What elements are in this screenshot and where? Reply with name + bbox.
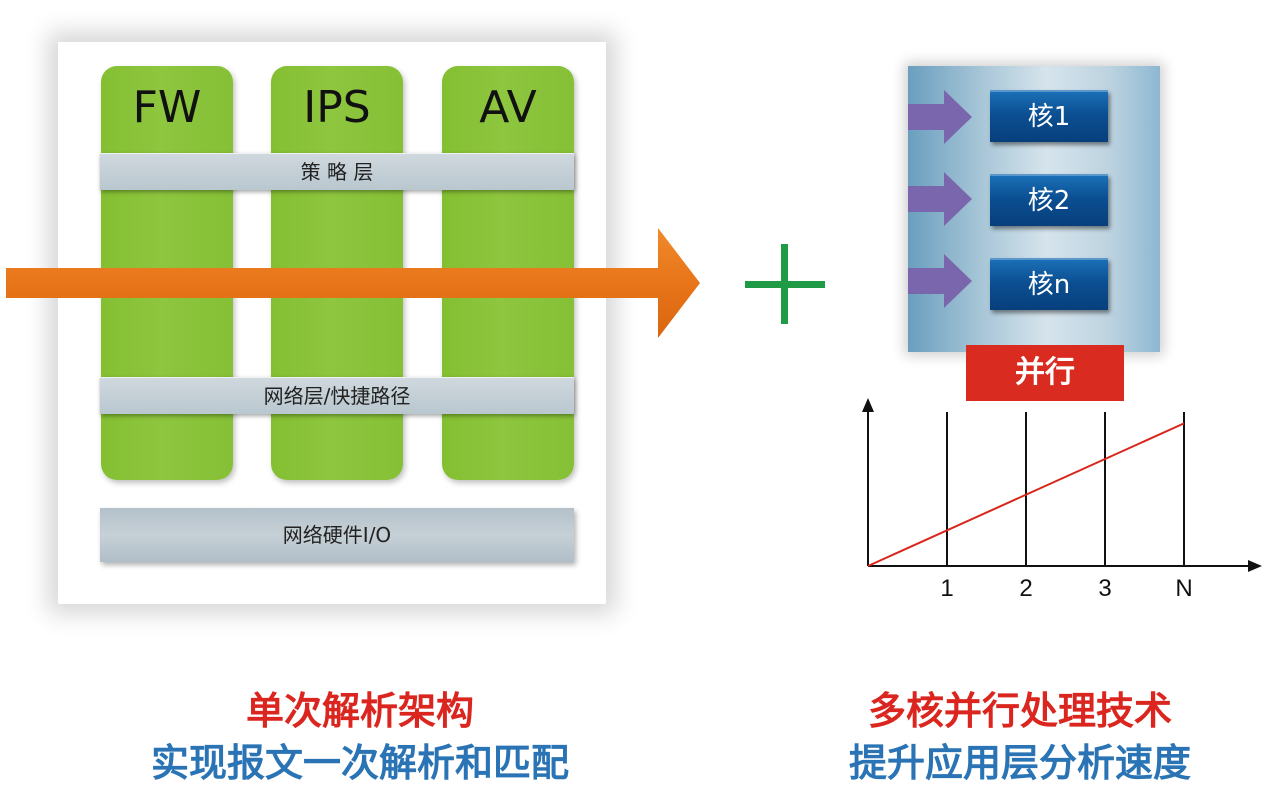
core-input-arrow-icon (908, 254, 972, 308)
core-input-arrow-icon (908, 172, 972, 226)
hardware-io-label: 网络硬件I/O (282, 523, 392, 547)
core-label: 核2 (1027, 186, 1071, 216)
parallel-label: 并行 (1015, 355, 1075, 390)
right-caption-title: 多核并行处理技术 (867, 689, 1172, 733)
flow-arrow-icon (6, 228, 700, 338)
x-tick-label: 2 (1019, 575, 1032, 602)
speedup-chart: 1 2 3 N (862, 398, 1262, 602)
network-layer-bar: 网络层/快捷路径 (100, 377, 574, 414)
policy-layer-bar: 策 略 层 (100, 153, 574, 190)
core-chip-2: 核2 (990, 174, 1108, 226)
core-label: 核n (1027, 270, 1071, 300)
speedup-line (867, 422, 1185, 567)
hardware-io-bar: 网络硬件I/O (100, 508, 574, 562)
plus-icon (745, 244, 825, 324)
parallel-badge: 并行 (966, 345, 1124, 401)
core-label: 核1 (1027, 102, 1071, 132)
right-caption-subtitle: 提升应用层分析速度 (848, 741, 1191, 785)
core-input-arrow-icon (908, 90, 972, 144)
module-label: FW (132, 82, 202, 133)
x-tick-label: 3 (1098, 575, 1111, 602)
left-caption-title: 单次解析架构 (245, 689, 474, 733)
module-label: AV (479, 82, 537, 133)
policy-layer-label: 策 略 层 (300, 160, 374, 184)
x-tick-label: N (1175, 575, 1192, 602)
x-axis-arrowhead (1248, 560, 1262, 572)
x-tick-label: 1 (940, 575, 953, 602)
core-chip-1: 核1 (990, 90, 1108, 142)
left-caption-subtitle: 实现报文一次解析和匹配 (150, 741, 569, 785)
module-label: IPS (303, 82, 371, 133)
core-chip-n: 核n (990, 258, 1108, 310)
network-layer-label: 网络层/快捷路径 (263, 384, 411, 408)
y-axis-arrowhead (862, 398, 874, 412)
